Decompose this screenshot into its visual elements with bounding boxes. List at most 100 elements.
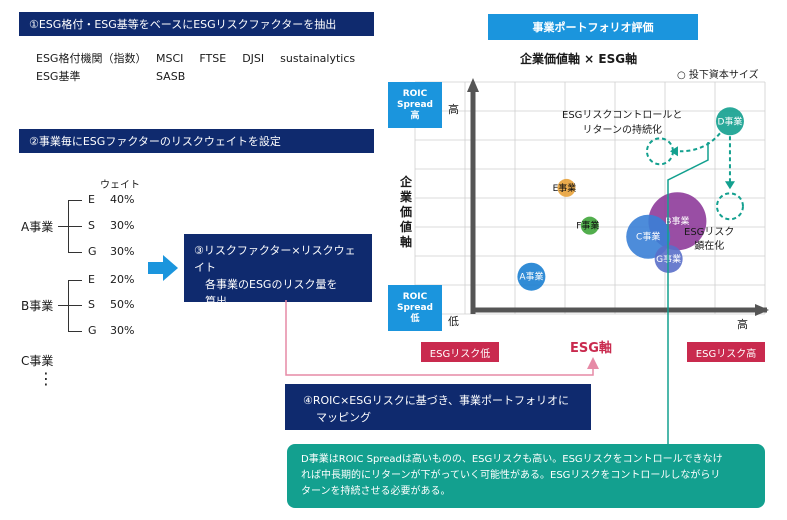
standard-sasb: SASB xyxy=(156,70,186,83)
bubble-E事業: E事業 xyxy=(553,178,577,197)
weight-key: S xyxy=(88,219,95,232)
esg-risk-low-text: ESGリスク低 xyxy=(429,348,491,360)
weight-row: G 30% xyxy=(88,324,134,337)
weight-value: 30% xyxy=(110,219,135,232)
step3-line3: 算出 xyxy=(205,295,227,308)
bubble-circle xyxy=(626,214,671,259)
business-a-label: A事業 xyxy=(21,220,54,234)
weight-row: G 30% xyxy=(88,245,134,258)
step3-box: ③リスクファクター×リスクウェイト 各事業のESGのリスク量を 算出 xyxy=(184,234,372,308)
y-axis-label-char: 軸 xyxy=(400,235,413,249)
bubble-F事業: F事業 xyxy=(576,216,599,235)
right-arrow-icon xyxy=(148,255,178,281)
weight-value: 30% xyxy=(110,324,135,337)
bubble-label: B事業 xyxy=(665,215,689,227)
step4-line2: マッピング xyxy=(316,411,371,424)
y-high-label: 高 xyxy=(448,103,459,116)
agency-list: ESG格付機関（指数） MSCI FTSE DJSI sustainalytic… xyxy=(36,50,371,86)
agency-msci: MSCI xyxy=(156,52,184,65)
bubble-label: C事業 xyxy=(636,231,660,243)
bubble-circle xyxy=(517,262,546,291)
note-box: D事業はROIC Spreadは高いものの、ESGリスクも高い。ESGリスクをコ… xyxy=(287,444,765,508)
agency-ftse: FTSE xyxy=(199,52,227,65)
step1-banner: ①ESG格付・ESG基等をベースにESGリスクファクターを抽出 xyxy=(19,12,374,36)
bubble-A事業: A事業 xyxy=(517,262,546,291)
weight-key: G xyxy=(88,324,97,337)
step2-banner: ②事業毎にESGファクターのリスクウェイトを設定 xyxy=(19,129,374,153)
bubble-label: E事業 xyxy=(553,182,577,194)
roic-low-line: 低 xyxy=(410,313,420,324)
weight-row: E 20% xyxy=(88,273,134,286)
y-axis-label-char: 業 xyxy=(400,190,413,204)
roic-high-line: ROIC xyxy=(402,88,428,99)
esg-risk-high-text: ESGリスク高 xyxy=(695,348,757,360)
portfolio-header: 事業ポートフォリオ評価 xyxy=(488,14,698,40)
weight-header: ウェイト xyxy=(100,180,140,191)
roic-high-line: 高 xyxy=(410,110,420,121)
roic-high-line: Spread xyxy=(397,99,433,110)
business-a-tick-e xyxy=(68,200,82,201)
weight-value: 30% xyxy=(110,245,135,258)
y-axis-arrow-icon xyxy=(467,78,479,92)
step3-line2: 各事業のESGのリスク量を xyxy=(205,278,338,291)
y-axis-label-char: 価 xyxy=(400,205,413,219)
step4-box: ④ROIC×ESGリスクに基づき、事業ポートフォリオに マッピング xyxy=(285,384,591,430)
annotation-control-line: ESGリスクコントロールと xyxy=(562,110,683,121)
weight-row: S 30% xyxy=(88,219,134,232)
axes-title: 企業価値軸 × ESG軸 xyxy=(520,52,638,66)
annotation-risk-line: 顕在化 xyxy=(694,241,725,252)
note-line2: れば中長期的にリターンが下がっていく可能性がある。ESGリスクをコントロールしな… xyxy=(301,470,721,481)
y-axis-label-char: 値 xyxy=(400,220,413,234)
step2-title: ②事業毎にESGファクターのリスクウェイトを設定 xyxy=(29,135,281,148)
portfolio-header-text: 事業ポートフォリオ評価 xyxy=(532,21,654,34)
bubble-label: F事業 xyxy=(576,220,599,232)
business-b-tick-g xyxy=(68,331,82,332)
rating-agency-label: ESG格付機関（指数） xyxy=(36,52,147,65)
business-c-label: C事業 xyxy=(21,354,54,368)
size-legend: ○ 投下資本サイズ xyxy=(677,70,759,81)
y-axis-label: 企 業 価 値 軸 xyxy=(400,175,412,250)
y-axis-label-char: 企 xyxy=(400,175,413,189)
more-ellipsis: ⋮ xyxy=(38,369,54,388)
business-a-tick-s xyxy=(68,226,82,227)
control-arrow xyxy=(679,132,721,153)
bubble-D事業: D事業 xyxy=(715,107,744,136)
business-a-tick-g xyxy=(68,252,82,253)
step1-title: ①ESG格付・ESG基等をベースにESGリスクファクターを抽出 xyxy=(29,18,337,31)
roic-low-line: Spread xyxy=(397,302,433,313)
bubble-circle xyxy=(715,107,744,136)
annotation-control: ESGリスクコントロールと リターンの持続化 xyxy=(562,108,682,138)
risk-arrowhead-icon xyxy=(724,181,735,190)
note-connector xyxy=(667,142,709,445)
bubble-label: D事業 xyxy=(717,115,742,127)
business-b-connector xyxy=(58,305,68,306)
bubble-circle xyxy=(580,216,599,235)
weight-key: G xyxy=(88,245,97,258)
x-axis-label: ESG軸 xyxy=(570,341,612,356)
control-arrowhead-icon xyxy=(669,146,678,157)
weight-key: E xyxy=(88,273,95,286)
weight-key: E xyxy=(88,193,95,206)
roic-low-line: ROIC xyxy=(402,291,428,302)
projected-risk-circle xyxy=(715,192,744,221)
step3-line1: ③リスクファクター×リスクウェイト xyxy=(194,244,356,274)
esg-risk-low-tag: ESGリスク低 xyxy=(421,342,499,362)
y-low-label: 低 xyxy=(448,315,459,328)
weight-key: S xyxy=(88,298,95,311)
bubble-circle xyxy=(557,178,576,197)
business-a-connector xyxy=(58,226,68,227)
roic-high-badge: ROIC Spread 高 xyxy=(388,82,442,128)
business-b-label: B事業 xyxy=(21,299,54,313)
weight-value: 20% xyxy=(110,273,135,286)
business-b-tick-s xyxy=(68,305,82,306)
note-line1: D事業はROIC Spreadは高いものの、ESGリスクも高い。ESGリスクをコ… xyxy=(301,454,723,465)
x-axis-arrow-icon xyxy=(755,304,769,316)
annotation-control-line: リターンの持続化 xyxy=(582,125,662,136)
note-line3: ターンを持続させる必要がある。 xyxy=(301,486,451,497)
bubble-label: A事業 xyxy=(519,271,543,283)
agency-djsi: DJSI xyxy=(242,52,265,65)
x-high-label: 高 xyxy=(737,318,748,331)
